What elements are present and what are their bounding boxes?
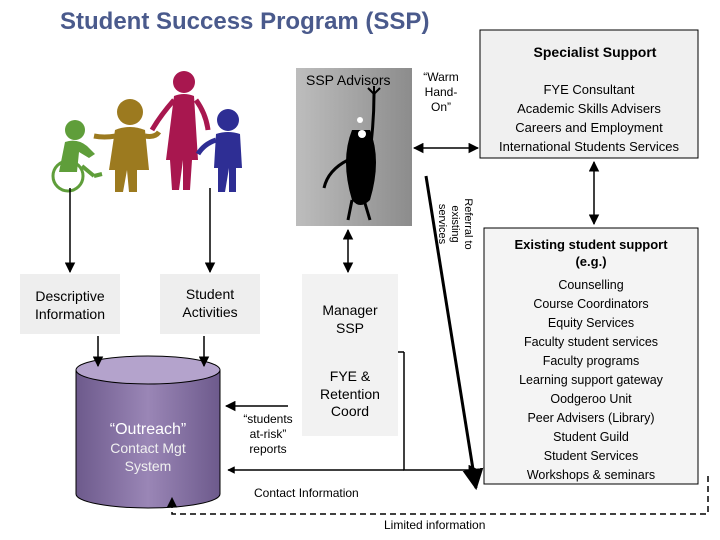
at-risk-line: at-risk” xyxy=(249,427,287,441)
specialist-item: Careers and Employment xyxy=(515,120,663,135)
at-risk-line: “students xyxy=(243,412,293,426)
blue-student-figure xyxy=(195,109,242,192)
magenta-student-figure xyxy=(149,71,211,190)
specialist-support-box xyxy=(479,29,699,159)
student-activities-box xyxy=(160,274,260,334)
activities-line: Student xyxy=(185,286,235,302)
descriptive-line: Descriptive xyxy=(35,288,105,304)
ssp-advisors-label: SSP Advisors xyxy=(306,72,391,88)
at-risk-label: “students at-risk” reports xyxy=(232,412,304,457)
existing-support-heading: Existing student support (e.g.) xyxy=(486,236,696,270)
existing-item: Course Coordinators xyxy=(533,297,649,311)
descriptive-info-label: Descriptive Information xyxy=(20,288,120,323)
existing-item: Workshops & seminars xyxy=(526,468,656,482)
existing-item: Student Services xyxy=(543,449,639,463)
existing-item: Student Guild xyxy=(553,430,629,444)
brown-student-figure xyxy=(93,99,162,192)
fye-label: FYE & Retention Coord xyxy=(302,368,398,421)
specialist-item: International Students Services xyxy=(499,139,679,154)
existing-item: Learning support gateway xyxy=(519,373,663,387)
descriptive-line: Information xyxy=(34,305,106,322)
existing-heading-line: (e.g.) xyxy=(575,254,607,269)
fye-box xyxy=(302,356,398,436)
contact-info-label: Contact Information xyxy=(254,486,359,500)
page-title: Student Success Program (SSP) xyxy=(60,8,430,35)
warm-handon-label: “Warm Hand- On” xyxy=(414,70,468,115)
referral-line: existing xyxy=(449,205,461,243)
specialist-item: Academic Skills Advisers xyxy=(517,101,661,116)
existing-item: Equity Services xyxy=(547,316,635,330)
fye-line: Retention xyxy=(320,385,380,402)
activities-line: Activities xyxy=(182,303,238,320)
warm-handon-line: “Warm xyxy=(423,70,459,84)
specialist-item: FYE Consultant xyxy=(543,82,635,97)
outreach-line: “Outreach” xyxy=(109,421,187,438)
existing-item: Oodgeroo Unit xyxy=(550,392,632,406)
descriptive-info-box xyxy=(20,274,120,334)
referral-line: Referral to xyxy=(462,198,474,250)
student-activities-label: Student Activities xyxy=(160,286,260,321)
fye-line: Coord xyxy=(330,403,370,419)
manager-box xyxy=(302,274,398,364)
advisor-stick-figure xyxy=(346,130,376,205)
warm-handon-line: Hand- xyxy=(424,85,458,99)
manager-label: Manager SSP xyxy=(302,302,398,337)
flow-arrows xyxy=(64,142,709,515)
outreach-line: Contact Mgt xyxy=(110,440,186,456)
existing-item: Peer Advisers (Library) xyxy=(527,411,655,425)
students-group-illustration xyxy=(51,71,242,193)
existing-support-list: Counselling Course Coordinators Equity S… xyxy=(486,276,696,485)
limited-info-label: Limited information xyxy=(384,518,486,532)
existing-item: Faculty student services xyxy=(523,335,659,349)
existing-support-box xyxy=(483,227,699,485)
existing-item: Counselling xyxy=(558,278,624,292)
outreach-database-cylinder xyxy=(75,355,221,509)
at-risk-line: reports xyxy=(249,442,287,456)
warm-handon-line: On” xyxy=(430,100,451,114)
outreach-line: System xyxy=(124,457,172,474)
referral-label: Referral to existing services xyxy=(435,194,474,254)
fye-line: FYE & xyxy=(329,368,371,384)
existing-item: Faculty programs xyxy=(542,354,640,368)
specialist-list: FYE Consultant Academic Skills Advisers … xyxy=(482,80,696,156)
existing-heading-line: Existing student support xyxy=(514,237,668,252)
outreach-label: “Outreach” Contact Mgt System xyxy=(76,420,220,475)
wheelchair-student-figure xyxy=(51,120,103,193)
specialist-heading: Specialist Support xyxy=(533,44,657,60)
manager-line: SSP xyxy=(335,319,364,336)
referral-line: services xyxy=(436,203,448,245)
manager-line: Manager xyxy=(322,302,378,318)
